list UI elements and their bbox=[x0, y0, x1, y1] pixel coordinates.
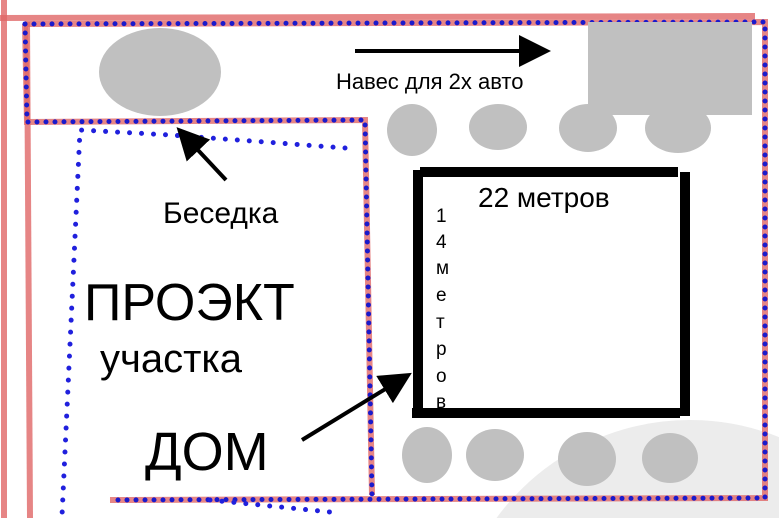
depth-letter: о bbox=[436, 366, 447, 387]
tree bbox=[642, 433, 698, 483]
project-title: ПРОЭКТ bbox=[84, 274, 295, 332]
trees-bottom-row bbox=[402, 427, 698, 486]
depth-letter: т bbox=[436, 312, 445, 333]
tree bbox=[645, 103, 711, 153]
trees-top-row bbox=[387, 103, 711, 156]
depth-letter: м bbox=[436, 258, 449, 279]
tree bbox=[558, 432, 616, 486]
tree bbox=[559, 104, 617, 152]
gazebo-label: Беседка bbox=[163, 197, 279, 230]
project-subtitle: участка bbox=[100, 337, 243, 381]
depth-letter: е bbox=[436, 285, 447, 306]
background-shade bbox=[496, 419, 779, 518]
house-depth-label: 1 4 м е т р о в bbox=[436, 206, 449, 413]
depth-letter: 4 bbox=[436, 232, 447, 253]
depth-letter: 1 bbox=[436, 206, 447, 227]
tree bbox=[466, 429, 524, 481]
house-width-label: 22 метров bbox=[478, 182, 610, 213]
carport-label: Навес для 2х авто bbox=[336, 69, 523, 94]
house-label: ДОМ bbox=[145, 422, 269, 482]
depth-letter: в bbox=[436, 392, 446, 413]
tree bbox=[387, 104, 437, 156]
arrow-to-gazebo bbox=[176, 127, 228, 182]
carport-shape bbox=[588, 22, 752, 115]
tree bbox=[469, 104, 527, 150]
house-outline bbox=[412, 167, 690, 418]
gazebo-shape bbox=[99, 28, 221, 116]
arrow-to-house bbox=[300, 372, 412, 442]
tree bbox=[402, 427, 452, 483]
depth-letter: р bbox=[436, 339, 447, 360]
